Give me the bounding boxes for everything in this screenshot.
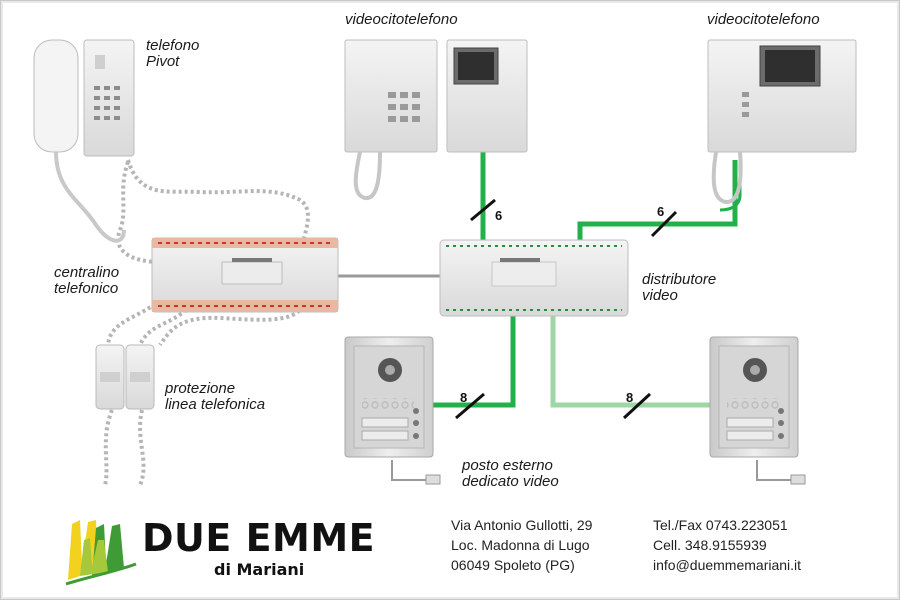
brand-logo: DUE EMME di Mariani [62, 510, 392, 588]
contact-email[interactable]: info@duemmemariani.it [653, 557, 802, 573]
videophone-icon [344, 39, 528, 200]
brand-name: DUE EMME [142, 516, 376, 560]
address-block: Via Antonio Gullotti, 29 Loc. Madonna di… [451, 515, 592, 575]
contact-telfax: Tel./Fax 0743.223051 [653, 517, 788, 533]
switchboard-label: centralino telefonico [54, 264, 120, 297]
telephone-icon [33, 39, 135, 243]
distributor-label: distributore video [642, 271, 717, 304]
address-locality: Loc. Madonna di Lugo [451, 537, 590, 553]
address-street: Via Antonio Gullotti, 29 [451, 517, 593, 533]
line-protector-icon [95, 344, 155, 410]
videophone-left-label: videocitotelefono [345, 11, 458, 28]
video-distributor-icon [439, 239, 629, 317]
wire-count-top-right: 6 [657, 204, 665, 219]
video-wires [428, 150, 742, 408]
logo-icon [65, 520, 137, 586]
brand-subtitle: di Mariani [214, 560, 305, 579]
wire-count-marks [455, 198, 678, 420]
wire-count-top-left: 6 [495, 208, 503, 223]
contacts-block: Tel./Fax 0743.223051 Cell. 348.9155939 i… [653, 515, 801, 575]
line-protector-label: protezione linea telefonica [165, 380, 266, 413]
address-city: 06049 Spoleto (PG) [451, 557, 575, 573]
telephone-label: telefono Pivot [146, 37, 200, 70]
contact-cell: Cell. 348.9155939 [653, 537, 767, 553]
door-station-icon [344, 336, 441, 485]
door-station-icon [709, 336, 806, 485]
telephone-cables [103, 159, 310, 486]
videophone-right-label: videocitotelefono [707, 11, 820, 28]
door-station-label: posto esterno dedicato video [462, 457, 559, 490]
videophone-icon [707, 39, 857, 204]
wire-count-bottom-left: 8 [460, 390, 468, 405]
wire-count-bottom-right: 8 [626, 390, 634, 405]
switchboard-icon [151, 237, 339, 313]
